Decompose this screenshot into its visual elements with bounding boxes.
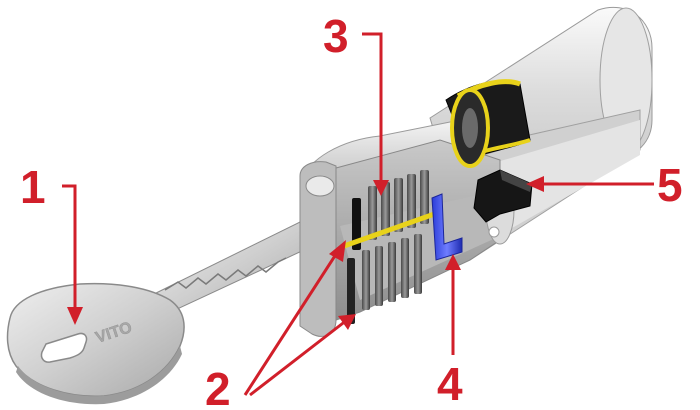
callout-3: 3 — [323, 10, 349, 62]
leader-1 — [62, 184, 77, 315]
callout-5: 5 — [657, 159, 683, 211]
key-hole — [40, 332, 88, 363]
arrowhead-2a — [329, 240, 346, 262]
shear-line — [343, 209, 441, 249]
key-blade-cuts — [164, 257, 287, 291]
bottom-pins — [347, 234, 422, 324]
key: VITO — [6, 221, 313, 405]
leader-3 — [362, 32, 383, 186]
callout-4: 4 — [437, 358, 463, 410]
top-pins — [352, 170, 429, 250]
blue-locking-element — [431, 193, 463, 261]
pin-stack — [343, 170, 441, 324]
arrowhead-1 — [67, 307, 83, 325]
callout-leaders — [62, 32, 654, 397]
arrowhead-2b — [338, 314, 356, 330]
center-band — [445, 79, 531, 168]
callout-arrowheads — [67, 176, 544, 330]
arrowhead-5 — [526, 176, 544, 192]
leader-2a — [243, 247, 342, 396]
arrowhead-4 — [445, 254, 461, 270]
callout-1: 1 — [20, 161, 46, 213]
leader-2b — [249, 318, 348, 397]
callout-numbers: 1 2 3 4 5 — [20, 10, 683, 410]
callout-2: 2 — [205, 363, 231, 410]
arrowhead-3 — [373, 180, 389, 196]
